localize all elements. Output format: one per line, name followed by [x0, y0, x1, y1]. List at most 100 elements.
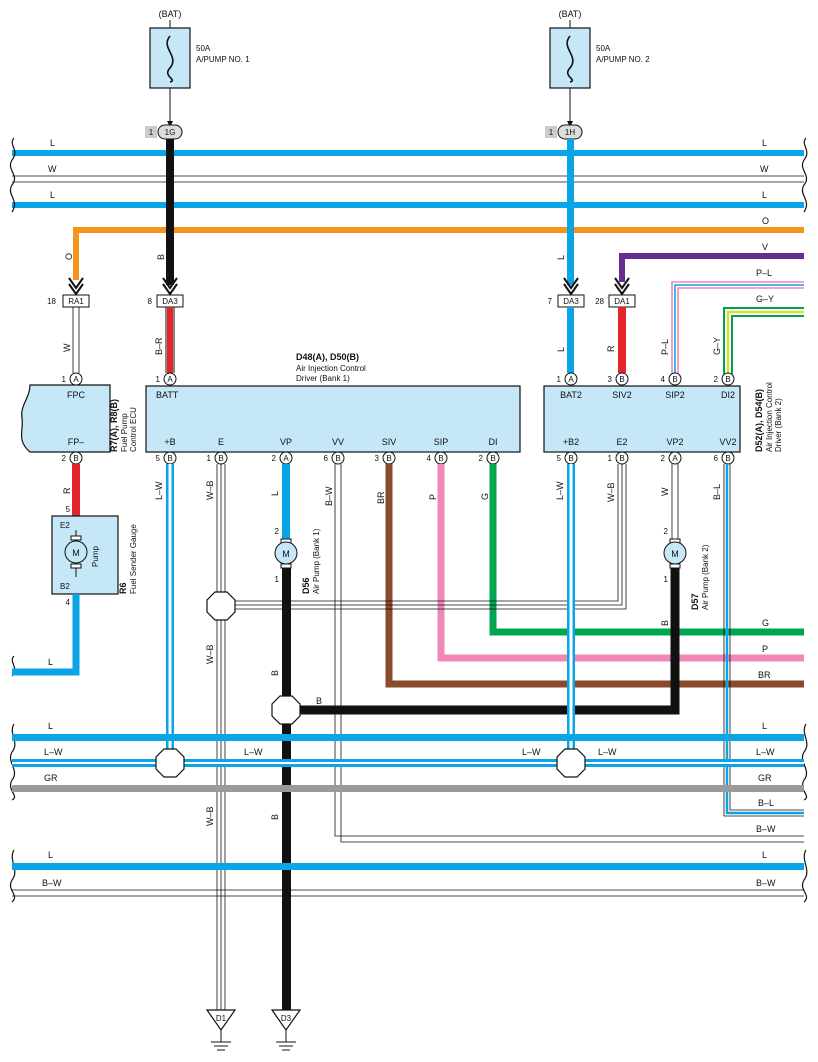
pin-conn-e2: B: [619, 454, 624, 463]
wire-l-1h: L: [556, 255, 566, 260]
bus-bot-bw2-left: B–W: [42, 878, 62, 888]
fuel-ecu-id: R7(A), R8(B): [109, 399, 119, 452]
bus-bot-lw-mid2: L–W: [522, 747, 541, 757]
wire-vp2-label: W: [660, 487, 670, 496]
wire-plus-b: L–W: [154, 464, 174, 752]
bus-top-v: V: [762, 242, 768, 252]
pin-conn-vv: B: [335, 454, 340, 463]
ecu-bank1-pin-batt-num: 1: [156, 375, 161, 384]
wire-vv: B–W B–W: [324, 464, 804, 843]
fuse-1-icon: [166, 35, 174, 83]
bus-bot-l1-right: L: [762, 721, 767, 731]
connector-da3-1-id: DA3: [162, 297, 178, 306]
connector-da3-1-pin: 8: [148, 297, 153, 306]
bus-bot-bl: B–L: [758, 798, 774, 808]
ecu-bank1-batt: BATT: [156, 390, 179, 400]
air-pump-1-motor-icon: M: [282, 549, 290, 559]
pin-num-di: 2: [479, 454, 484, 463]
bus-bot-bw1: B–W: [756, 824, 776, 834]
ground-d3: D3: [270, 1009, 302, 1051]
fuel-ecu-desc2: Control ECU: [129, 407, 138, 452]
pin-num-e: 1: [207, 454, 212, 463]
pin-name-sip2: SIP2: [665, 390, 685, 400]
pump-b2: B2: [60, 582, 70, 591]
ecu-bank1-desc1: Air Injection Control: [296, 364, 366, 373]
connector-da3-2-id: DA3: [563, 297, 579, 306]
pin-name-e: E: [218, 437, 224, 447]
ecu-bank1-pin-vp: VP 2 A: [272, 437, 293, 465]
connector-ra1-pin: 18: [47, 297, 56, 306]
ecu-bank1-pin-siv: SIV 3 B: [375, 437, 397, 465]
pin-name-vp: VP: [280, 437, 292, 447]
ecu-bank2-top-pins: BAT2 1 A SIV2 3 B SIP2 4 B DI2 2 B: [557, 372, 735, 400]
bus-bot-lw-right: L–W: [756, 747, 775, 757]
air-pump-1-pin-bottom: 1: [275, 575, 280, 584]
pin-conn-di: B: [490, 454, 495, 463]
fuel-ecu-pin-bottom-conn: B: [73, 454, 78, 463]
pin-conn-e: B: [218, 454, 223, 463]
wire-vp-label: L: [270, 491, 280, 496]
wire-ap2-b: B: [660, 620, 670, 626]
bus-bot-bw2-right: B–W: [756, 878, 776, 888]
wire-o-label: O: [64, 253, 74, 260]
pump-desc: Fuel Sender Gauge: [129, 524, 138, 594]
bus-bot-lw-mid3: L–W: [598, 747, 617, 757]
fuse-1-rating: 50A: [196, 44, 211, 53]
wire-batt-label: B–R: [154, 337, 164, 355]
bus-top-w-right: W: [760, 164, 769, 174]
pin-num-vv2: 6: [714, 454, 719, 463]
wire-sip-label: P: [428, 494, 438, 500]
bus-bot-lw-mid1: L–W: [244, 747, 263, 757]
pin-name-bat2: BAT2: [560, 390, 582, 400]
connector-da3-2-pin: 7: [548, 297, 553, 306]
connector-da1-id: DA1: [614, 297, 630, 306]
air-pump-1-id: D56: [301, 577, 311, 594]
wire-siv2-label: R: [606, 345, 616, 352]
connector-1h: 1 1H: [545, 124, 583, 140]
splice-lw-2: [556, 748, 586, 778]
pin-num-vp2: 2: [661, 454, 666, 463]
pin-name-siv: SIV: [382, 437, 397, 447]
air-pump-2-pin-bottom: 1: [664, 575, 669, 584]
ecu-bank1-pin-sip: SIP 4 B: [427, 437, 448, 465]
pump-pin-bottom: 4: [66, 598, 71, 607]
pin-conn-sip2: B: [672, 375, 677, 384]
connector-ra1-id: RA1: [68, 297, 84, 306]
wire-e-label-2: W–B: [205, 644, 215, 664]
connector-da3-2: 7 DA3: [548, 294, 585, 308]
bus-bot-gr-left: GR: [44, 773, 58, 783]
connector-1h-pin: 1: [549, 128, 554, 137]
fuse-2-name: A/PUMP NO. 2: [596, 55, 650, 64]
wire-bat2-label: L: [556, 347, 566, 352]
pin-num-b2: 5: [557, 454, 562, 463]
bus-mid-g: G: [762, 618, 769, 628]
pin-num-sip2: 4: [661, 375, 666, 384]
fuse-2-rating: 50A: [596, 44, 611, 53]
ecu-bank2-pin-di2: DI2 2 B: [714, 372, 735, 400]
fuel-ecu-pin-bottom-num: 2: [62, 454, 67, 463]
pin-conn-vp2: A: [672, 454, 678, 463]
splice-e: [206, 591, 236, 621]
pin-name-b: +B: [164, 437, 175, 447]
air-pump-1-desc: Air Pump (Bank 1): [312, 528, 321, 594]
bus-top-l2-right: L: [762, 190, 767, 200]
pin-conn-vv2: B: [725, 454, 730, 463]
ecu-bank1-pin-vv: VV 6 B: [324, 437, 345, 465]
air-pump-2-desc: Air Pump (Bank 2): [701, 544, 710, 610]
bus-bot-l2-left: L: [48, 850, 53, 860]
wire-e2-label: W–B: [606, 482, 616, 502]
fuse-2-icon: [566, 35, 574, 83]
ecu-bank1: D48(A), D50(B) Air Injection Control Dri…: [145, 352, 521, 453]
pin-num-vp: 2: [272, 454, 277, 463]
ecu-bank2-pin-bat2: BAT2 1 A: [557, 372, 582, 400]
wire-ap1-b-1: B: [270, 670, 280, 676]
pin-conn-vp: A: [283, 454, 289, 463]
pin-name-di: DI: [489, 437, 498, 447]
bus-top-w-left: W: [48, 164, 57, 174]
pin-conn-siv: B: [386, 454, 391, 463]
splice-lw-1: [155, 748, 185, 778]
ecu-bank2: D52(A), D54(B) Air Injection Control Dri…: [543, 382, 783, 453]
ecu-bank1-pin-batt-conn: A: [167, 375, 173, 384]
air-pump-1: 2 M 1 D56 Air Pump (Bank 1): [274, 527, 321, 594]
ecu-bank2-pin-vp2: VP2 2 A: [661, 437, 684, 465]
